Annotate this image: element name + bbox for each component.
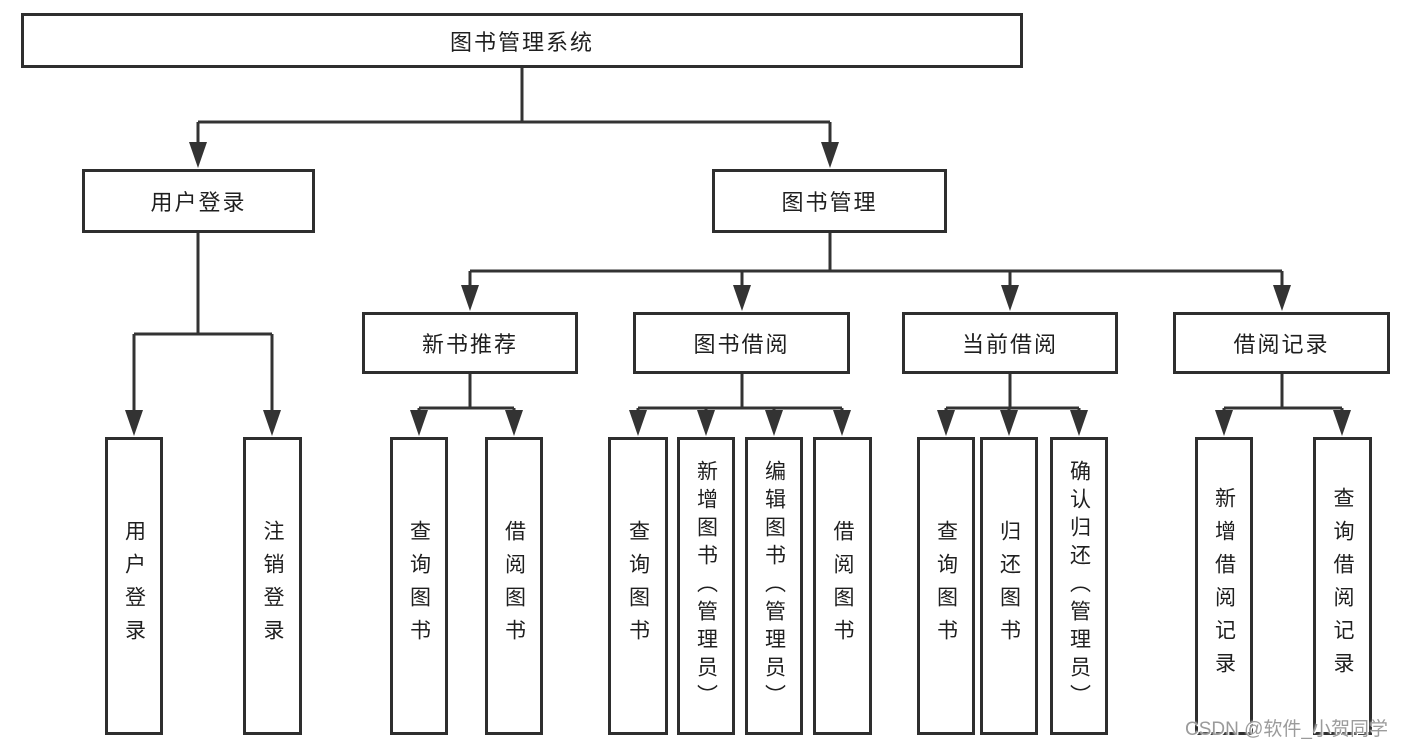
leaf-label: 用户登录 <box>122 520 146 652</box>
leaf-logout: 注销登录 <box>243 437 302 735</box>
leaf-user-login: 用户登录 <box>105 437 163 735</box>
leaf-label: 确认归还（管理员） <box>1067 460 1091 712</box>
leaf-label: 新增图书（管理员） <box>694 460 718 712</box>
node-new-book-recommend: 新书推荐 <box>362 312 578 374</box>
leaf-query-books-borrowing: 查询图书 <box>608 437 668 735</box>
node-book-management: 图书管理 <box>712 169 947 233</box>
leaf-label: 编辑图书（管理员） <box>762 460 786 712</box>
leaf-label: 新增借阅记录 <box>1212 487 1236 685</box>
node-current-borrowing: 当前借阅 <box>902 312 1118 374</box>
leaf-label: 查询借阅记录 <box>1331 487 1354 685</box>
node-label: 图书管理 <box>781 190 878 215</box>
node-library-management-system: 图书管理系统 <box>21 13 1023 68</box>
arrowhead-icons <box>125 142 1351 436</box>
leaf-borrow-books-recommend: 借阅图书 <box>485 437 543 735</box>
node-label: 图书借阅 <box>693 332 790 357</box>
leaf-borrow-books: 借阅图书 <box>813 437 872 735</box>
leaf-query-books-current: 查询图书 <box>917 437 975 735</box>
leaf-confirm-return-admin: 确认归还（管理员） <box>1050 437 1108 735</box>
node-label: 借阅记录 <box>1233 332 1330 357</box>
leaf-label: 查询图书 <box>407 520 431 652</box>
node-label: 图书管理系统 <box>449 29 594 55</box>
csdn-watermark: CSDN @软件_小贺同学 <box>1185 719 1388 740</box>
leaf-label: 查询图书 <box>626 520 650 652</box>
node-borrowing-records: 借阅记录 <box>1173 312 1390 374</box>
node-user-login: 用户登录 <box>82 169 315 233</box>
node-label: 用户登录 <box>150 190 247 215</box>
leaf-label: 查询图书 <box>934 520 958 652</box>
leaf-query-books-recommend: 查询图书 <box>390 437 448 735</box>
leaf-label: 归还图书 <box>997 520 1021 652</box>
leaf-label: 注销登录 <box>261 520 284 652</box>
leaf-query-borrow-record: 查询借阅记录 <box>1313 437 1372 735</box>
leaf-add-book-admin: 新增图书（管理员） <box>677 437 735 735</box>
leaf-add-borrow-record: 新增借阅记录 <box>1195 437 1253 735</box>
leaf-label: 借阅图书 <box>831 520 854 652</box>
node-label: 新书推荐 <box>421 332 518 357</box>
leaf-edit-book-admin: 编辑图书（管理员） <box>745 437 803 735</box>
node-book-borrowing: 图书借阅 <box>633 312 850 374</box>
leaf-label: 借阅图书 <box>502 520 526 652</box>
node-label: 当前借阅 <box>961 332 1058 357</box>
leaf-return-books: 归还图书 <box>980 437 1038 735</box>
